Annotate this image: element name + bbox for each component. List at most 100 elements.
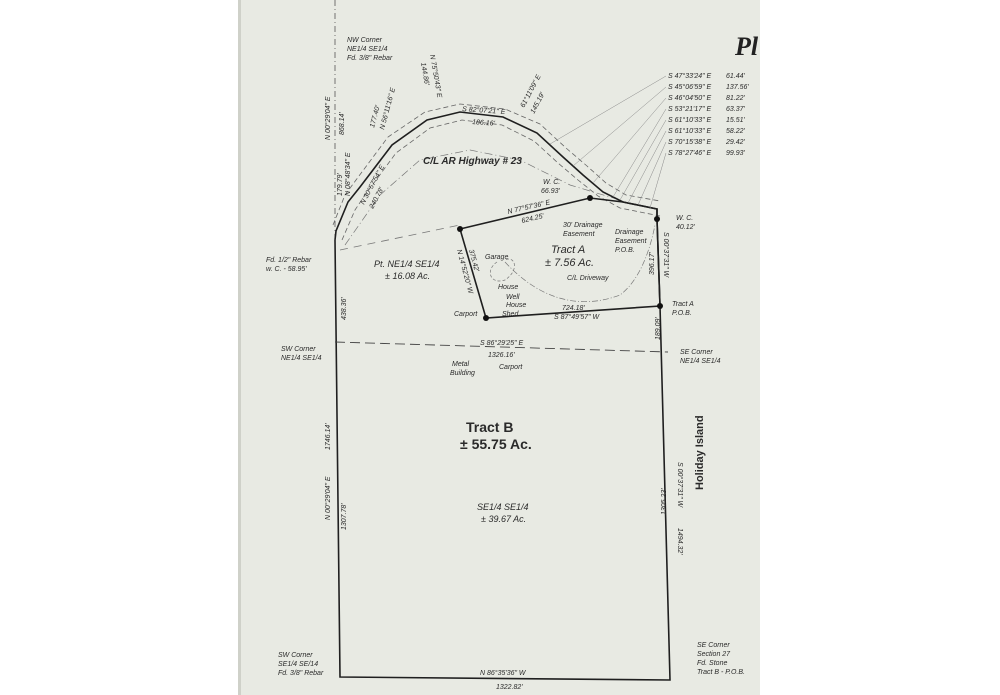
highway-label: C/L AR Highway # 23 (423, 156, 522, 167)
svg-text:SE Corner: SE Corner (680, 349, 713, 356)
svg-text:N 86°35'36" W: N 86°35'36" W (480, 669, 527, 677)
svg-text:S 70°15'38" E: S 70°15'38" E (668, 138, 712, 146)
svg-text:1746.14': 1746.14' (325, 423, 332, 450)
svg-text:N 00°29'04" E: N 00°29'04" E (324, 476, 332, 520)
svg-text:15.51': 15.51' (726, 117, 746, 124)
svg-text:Fd. Stone: Fd. Stone (697, 660, 727, 667)
svg-text:Easement: Easement (615, 238, 648, 245)
svg-text:1322.82': 1322.82' (496, 684, 523, 691)
paper-edge (238, 0, 241, 695)
svg-text:House: House (498, 284, 518, 291)
svg-text:W. C.: W. C. (676, 215, 693, 222)
plat-title: Pl (734, 32, 759, 61)
corner-marker (654, 216, 660, 222)
se-corner-section-label: SE Corner Section 27 Fd. Stone Tract B -… (697, 642, 745, 676)
svg-text:Garage: Garage (485, 254, 508, 261)
svg-text:N 08°48'34" E: N 08°48'34" E (344, 152, 352, 196)
svg-text:438.36': 438.36' (341, 297, 348, 320)
tract-b-label: Tract B ± 55.75 Ac. (460, 419, 532, 452)
svg-text:1305.23': 1305.23' (661, 488, 668, 515)
svg-text:Fd. 3/8" Rebar: Fd. 3/8" Rebar (347, 55, 393, 62)
boundary-labels: N 00°29'04" E 868.14' 438.36' N 00°29'04… (324, 96, 684, 691)
svg-text:NW Corner: NW Corner (347, 37, 383, 44)
svg-text:S 78°27'46" E: S 78°27'46" E (668, 149, 712, 157)
svg-text:C/L Driveway: C/L Driveway (567, 275, 609, 282)
svg-text:Pt. NE1/4 SE1/4: Pt. NE1/4 SE1/4 (374, 259, 440, 269)
road-holiday-island: Holiday Island (694, 415, 706, 490)
svg-text:Fd. 1/2" Rebar: Fd. 1/2" Rebar (266, 257, 312, 264)
svg-text:w. C. - 58.95': w. C. - 58.95' (266, 266, 307, 273)
svg-text:30' Drainage: 30' Drainage (563, 222, 603, 229)
svg-text:NE1/4 SE1/4: NE1/4 SE1/4 (281, 355, 322, 362)
svg-text:99.93': 99.93' (726, 150, 746, 157)
svg-text:N 00°29'04" E: N 00°29'04" E (324, 96, 332, 140)
svg-text:Carport: Carport (454, 311, 478, 318)
svg-text:± 7.56 Ac.: ± 7.56 Ac. (545, 257, 594, 269)
svg-text:House: House (506, 302, 526, 309)
svg-text:SE1/4 SE/14: SE1/4 SE/14 (278, 661, 318, 668)
svg-text:144.86': 144.86' (419, 62, 430, 86)
svg-text:61.44': 61.44' (726, 73, 746, 80)
tract-b-structures: Metal Building Carport (450, 361, 523, 377)
tract-a-boundary (458, 197, 661, 319)
svg-text:40.12': 40.12' (676, 224, 696, 231)
svg-text:1326.16': 1326.16' (488, 352, 515, 359)
svg-text:Tract B - P.O.B.: Tract B - P.O.B. (697, 669, 745, 676)
svg-text:Well: Well (506, 294, 520, 301)
corner-marker (657, 303, 663, 309)
svg-text:868.14': 868.14' (339, 112, 346, 135)
course-leader-lines (549, 75, 667, 209)
house-outline (489, 258, 515, 282)
svg-text:± 55.75 Ac.: ± 55.75 Ac. (460, 436, 532, 452)
svg-text:P.O.B.: P.O.B. (615, 247, 635, 254)
svg-text:S 82°07'21" E: S 82°07'21" E (462, 105, 506, 116)
svg-text:S 46°04'50" E: S 46°04'50" E (668, 94, 712, 102)
quarter-section-line (334, 341, 669, 353)
svg-text:SE1/4 SE1/4: SE1/4 SE1/4 (477, 502, 529, 512)
parcel-se-label: SE1/4 SE1/4 ± 39.67 Ac. (477, 502, 529, 524)
svg-text:Tract B: Tract B (466, 419, 513, 435)
svg-text:S 47°33'24" E: S 47°33'24" E (668, 72, 712, 80)
svg-text:NE1/4 SE1/4: NE1/4 SE1/4 (347, 46, 388, 53)
svg-text:Metal: Metal (452, 361, 470, 368)
paper-sheet (240, 0, 760, 695)
corner-marker (587, 195, 593, 201)
parcel-ne-label: Pt. NE1/4 SE1/4 ± 16.08 Ac. (374, 259, 440, 281)
highway-row-north (332, 103, 661, 226)
driveway-centerline (504, 224, 656, 302)
svg-text:Easement: Easement (563, 231, 596, 238)
highway-centerline (344, 149, 621, 246)
sw-corner-se-label: SW Corner SE1/4 SE/14 Fd. 3/8" Rebar (278, 652, 324, 677)
svg-text:Fd. 3/8" Rebar: Fd. 3/8" Rebar (278, 670, 324, 677)
svg-text:S 61°10'33" E: S 61°10'33" E (668, 127, 712, 135)
svg-text:66.93': 66.93' (541, 188, 561, 195)
sw-corner-ne-label: SW Corner NE1/4 SE1/4 (281, 346, 322, 362)
svg-text:S 00°37'31" W: S 00°37'31" W (676, 462, 684, 509)
svg-text:396.17': 396.17' (649, 252, 656, 275)
svg-text:724.18': 724.18' (562, 305, 585, 312)
corner-marker (457, 226, 463, 232)
svg-text:1494.32': 1494.32' (676, 528, 683, 555)
svg-text:58.22': 58.22' (726, 128, 746, 135)
svg-text:81.22': 81.22' (726, 95, 746, 102)
svg-text:Tract A: Tract A (672, 301, 694, 308)
svg-text:1307.78': 1307.78' (341, 503, 348, 530)
svg-text:Carport: Carport (499, 364, 523, 371)
svg-text:± 16.08 Ac.: ± 16.08 Ac. (385, 271, 430, 281)
svg-text:Building: Building (450, 370, 475, 377)
svg-text:S 86°29'25" E: S 86°29'25" E (480, 339, 524, 347)
svg-text:SW Corner: SW Corner (278, 652, 313, 659)
corner-marker (483, 315, 489, 321)
svg-text:189.09': 189.09' (655, 317, 662, 340)
svg-text:S 87°49'57" W: S 87°49'57" W (554, 313, 601, 321)
tract-a-labels: Tract A ± 7.56 Ac. N 77°57'36" E 624.25'… (454, 179, 696, 321)
rebar-label: Fd. 1/2" Rebar w. C. - 58.95' (266, 257, 312, 273)
svg-text:P.O.B.: P.O.B. (672, 310, 692, 317)
svg-text:W. C.: W. C. (543, 179, 560, 186)
svg-text:Shed: Shed (502, 311, 519, 318)
easement-line (339, 224, 461, 251)
svg-text:SW Corner: SW Corner (281, 346, 316, 353)
nw-corner-label: NW Corner NE1/4 SE1/4 Fd. 3/8" Rebar (347, 37, 393, 62)
